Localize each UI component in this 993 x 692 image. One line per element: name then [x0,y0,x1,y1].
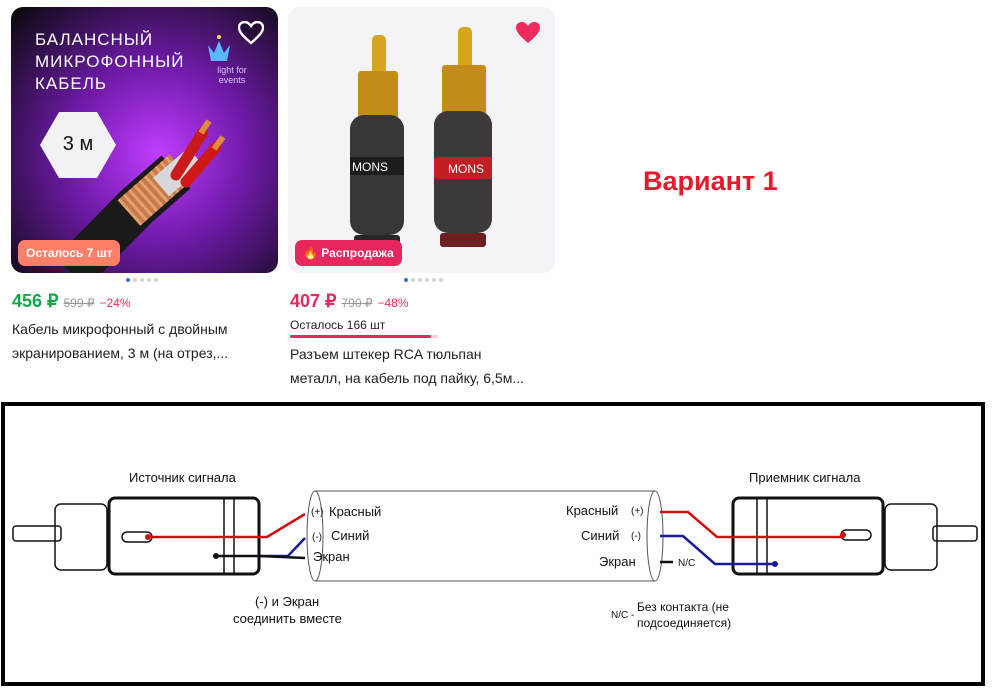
favorite-heart-icon[interactable] [238,21,264,45]
right-blue-label: Синий [581,528,620,543]
plug-brand-text: MONS [352,160,388,174]
carousel-dot[interactable] [140,278,144,282]
favorite-heart-icon[interactable] [515,21,541,45]
wiring-diagram: Источник сигнала Приемник сигнала (+) Кр… [1,402,985,686]
nc-note-line: Без контакта (не [637,600,729,614]
nc-mark: N/C [678,558,696,569]
product-name-line: Разъем штекер RCA тюльпан [290,346,482,362]
left-red-label: Красный [329,504,382,519]
nc-note-line: подсоединяется) [637,616,732,630]
blue-wire-left [259,537,306,558]
brand-logo [208,35,230,61]
shield-junction-dot [213,553,219,559]
left-shield-label: Экран [313,549,350,564]
old-price: 790 ₽ [341,296,373,310]
red-wire-left [148,512,306,539]
shield-wire-left [216,554,306,560]
red-wire-right [660,510,843,539]
blue-junction-dot [772,561,778,567]
rca-plugs-photo: MONS MONS [350,27,492,249]
source-label: Источник сигнала [129,470,236,485]
wiring-diagram-drawing [12,490,978,582]
right-minus-mark: (-) [631,531,641,542]
product-name-link[interactable]: Кабель микрофонный с двойным экранирован… [12,317,274,365]
stock-progress-fill [290,335,431,338]
discount: −24% [99,296,131,310]
image-carousel-dots[interactable] [126,278,158,282]
carousel-dot[interactable] [418,278,422,282]
current-price: 456 ₽ [12,291,59,311]
right-shield-label: Экран [599,554,636,569]
image-carousel-dots[interactable] [404,278,443,282]
brand-logo-text: light for events [217,65,247,85]
image-title: БАЛАНСНЫЙ МИКРОФОННЫЙ КАБЕЛЬ [35,30,185,93]
left-blue-label: Синий [331,528,370,543]
carousel-dot[interactable] [133,278,137,282]
blue-wire-right [660,534,775,566]
carousel-dot[interactable] [411,278,415,282]
carousel-dot[interactable] [439,278,443,282]
left-minus-mark: (-) [312,532,322,543]
sale-badge: 🔥 Распродажа [295,240,402,266]
right-plus-mark: (+) [631,506,644,517]
mic-cable-photo [11,7,278,273]
stock-badge: Осталось 7 шт [18,240,121,266]
receiver-label: Приемник сигнала [749,470,861,485]
product-name-line: металл, на кабель под пайку, 6,5м... [290,370,524,386]
nc-legend-mark: N/C - [611,610,635,621]
product-image-mic-cable[interactable]: БАЛАНСНЫЙ МИКРОФОННЫЙ КАБЕЛЬ light for e… [11,7,278,273]
old-price: 599 ₽ [63,296,95,310]
carousel-dot[interactable] [126,278,130,282]
plug-brand-text: MONS [448,162,484,176]
length-badge: 3 м [62,133,94,155]
product-name-link[interactable]: Разъем штекер RCA тюльпан металл, на каб… [290,342,552,390]
price-row: 456 ₽ 599 ₽ −24% [12,291,131,312]
price-row: 407 ₽ 790 ₽ −48% [290,291,409,312]
product-name-line: Кабель микрофонный с двойным [12,321,228,337]
carousel-dot[interactable] [154,278,158,282]
join-note-line: соединить вместе [233,611,342,626]
carousel-dot[interactable] [404,278,408,282]
stock-remaining: Осталось 166 шт [290,318,386,332]
left-plus-mark: (+) [311,507,324,518]
stock-progress-bar [290,335,438,338]
product-image-rca-plug[interactable]: MONS MONS 🔥 Распродажа [288,7,555,273]
sale-badge-label: Распродажа [321,246,394,260]
join-note-line: (-) и Экран [255,594,320,609]
current-price: 407 ₽ [290,291,337,311]
discount: −48% [377,296,409,310]
carousel-dot[interactable] [425,278,429,282]
carousel-dot[interactable] [432,278,436,282]
product-name-line: экранированием, 3 м (на отрез,... [12,345,229,361]
fire-icon: 🔥 [303,246,318,260]
right-red-label: Красный [566,503,619,518]
carousel-dot[interactable] [147,278,151,282]
variant-label: Вариант 1 [643,166,778,196]
